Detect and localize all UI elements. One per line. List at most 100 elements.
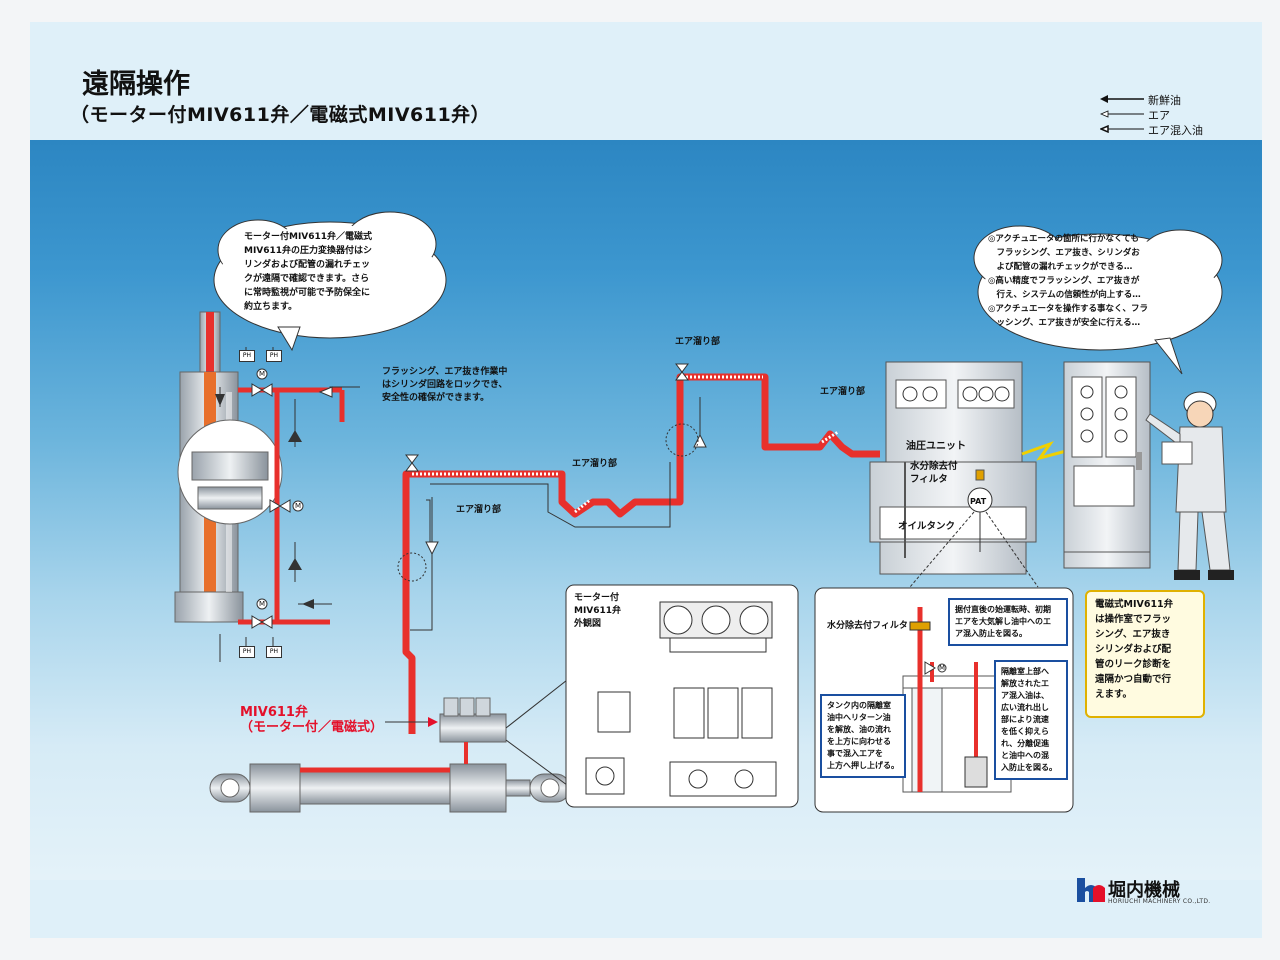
vertical-cylinder	[174, 311, 283, 623]
valve-label: MIV611弁 （モーター付／電磁式）	[240, 705, 383, 735]
text-line: 部により流速	[1001, 715, 1049, 724]
text-line: 据付直後の始運転時、初期	[955, 605, 1051, 614]
air-valves	[405, 363, 689, 472]
text-line: と油中への混	[1001, 751, 1049, 760]
exterior-view-box	[565, 584, 799, 808]
text-line: 解放されたエ	[1001, 679, 1049, 688]
text-line: を低く抑えら	[1001, 727, 1049, 736]
filter-label: 水分除去付 フィルタ	[910, 460, 958, 486]
text-line: 約立ちます。	[244, 302, 298, 312]
detail-note-tank-return: タンク内の隔離室 油中へリターン油 を解放、油の流れ を上方に向わせる 事で混入…	[820, 694, 906, 778]
callout-line	[909, 511, 975, 588]
ph-gauge-label: PH	[266, 646, 282, 658]
text-line: モーター付	[574, 593, 620, 603]
text-line: 電磁式MIV611弁	[1095, 599, 1174, 610]
text-line: ◎アクチュエータを操作する事なく、フラ	[988, 304, 1148, 314]
hydraulic-diagram	[174, 211, 1234, 813]
company-name-en: HORIUCHI MACHINERY CO.,LTD.	[1108, 898, 1211, 905]
pat-label: PAT	[970, 497, 987, 506]
text-line: ッシング、エア抜きが安全に行える…	[988, 318, 1141, 328]
text-line: えます。	[1095, 689, 1133, 700]
cloud-left-text: モーター付MIV611弁／電磁式 MIV611弁の圧力変換器付はシ リンダおよび…	[244, 230, 372, 314]
text-line: はシリンダ回路をロックでき、	[382, 380, 508, 390]
company-logo-icon	[1077, 878, 1105, 902]
motor-label: M	[295, 502, 302, 510]
text-line: に常時監視が可能で予防保全に	[244, 288, 371, 298]
text-line: 遠隔かつ自動で行	[1095, 674, 1172, 685]
text-line: は操作室でフラッ	[1095, 614, 1172, 625]
legend-label: 新鮮油	[1148, 94, 1181, 107]
text-line: ア混入油は、	[1001, 691, 1049, 700]
horizontal-cylinder	[209, 697, 571, 813]
arrow-mixed-icon	[1100, 125, 1144, 133]
operator-figure	[1145, 391, 1234, 580]
callout-line	[985, 511, 1039, 588]
text-line: シリンダおよび配	[1095, 644, 1172, 655]
exterior-label: モーター付 MIV611弁 外観図	[574, 592, 621, 631]
motor-label: M	[259, 600, 266, 608]
speech-cloud-left	[213, 211, 447, 352]
legend-label: エア	[1148, 109, 1170, 122]
air-trap-label: エア溜り部	[675, 337, 721, 347]
ph-gauge-label: PH	[266, 350, 282, 362]
arrow-open-icon	[1100, 110, 1144, 118]
page-subtitle: （モーター付MIV611弁／電磁式MIV611弁）	[70, 104, 491, 126]
text-line: シング、エア抜き	[1095, 629, 1171, 640]
text-line: エアを大気解し油中へのエ	[955, 617, 1051, 626]
valve-symbols-left	[251, 368, 304, 629]
text-line: タンク内の隔離室	[827, 701, 891, 710]
motor-label: M	[939, 664, 946, 672]
air-trap-label: エア溜り部	[572, 459, 618, 469]
text-line: 水分除去付	[910, 461, 958, 472]
arrow-solid-icon	[1100, 95, 1144, 103]
ph-gauge-label: PH	[239, 646, 255, 658]
detail-circle	[665, 423, 699, 457]
yellow-note: 電磁式MIV611弁 は操作室でフラッ シング、エア抜き シリンダおよび配 管の…	[1085, 590, 1205, 718]
text-line: 行え、システムの信頼性が向上する…	[988, 290, 1141, 300]
text-line: MIV611弁	[574, 606, 622, 616]
company-name: 堀内機械	[1108, 880, 1180, 901]
text-line: を上方に向わせる	[827, 737, 891, 746]
control-cabinet	[1063, 361, 1151, 569]
detail-note-isolation-top: 隔離室上部へ 解放されたエ ア混入油は、 広い流れ出し 部により流速 を低く抑え…	[994, 660, 1068, 780]
detail-filter-label: 水分除去付フィルタ	[827, 621, 908, 631]
text-line: ◎高い精度でフラッシング、エア抜きが	[988, 276, 1140, 286]
flow-arrows-main	[425, 433, 707, 556]
hydraulic-unit-label: 油圧ユニット	[906, 441, 966, 452]
text-line: リンダおよび配管の漏れチェッ	[244, 260, 371, 270]
detail-note-initial-air: 据付直後の始運転時、初期 エアを大気解し油中へのエ ア混入防止を図る。	[948, 598, 1068, 646]
text-line: クが遠隔で確認できます。さら	[244, 274, 370, 284]
ph-gauge-label: PH	[239, 350, 255, 362]
text-line: 管のリーク診断を	[1095, 659, 1172, 670]
text-line: 上方へ押し上げる。	[827, 761, 899, 770]
text-line: よび配管の漏れチェックができる…	[988, 262, 1133, 272]
text-line: フラッシング、エア抜き作業中	[382, 367, 508, 377]
text-line: れ、分離促進	[1001, 739, 1050, 748]
text-line: 油中へリターン油	[827, 713, 891, 722]
text-line: MIV611弁	[240, 705, 308, 720]
cloud-right-text: ◎アクチュエータの箇所に行かなくても フラッシング、エア抜き、シリンダお よび配…	[988, 232, 1148, 330]
tank-label: オイルタンク	[898, 521, 956, 532]
detail-circle	[397, 552, 427, 582]
text-line: 安全性の確保ができます。	[382, 393, 490, 403]
page: 遠隔操作 （モーター付MIV611弁／電磁式MIV611弁） 新鮮油 エア エア…	[30, 22, 1262, 938]
text-line: 外観図	[574, 619, 602, 629]
text-line: ◎アクチュエータの箇所に行かなくても	[988, 234, 1139, 244]
air-trap-label: エア溜り部	[456, 505, 502, 515]
legend-label: エア混入油	[1148, 124, 1203, 137]
hydraulic-unit	[869, 361, 1037, 575]
signal-lightning-icon	[1021, 440, 1071, 461]
text-line: フィルタ	[910, 474, 948, 485]
text-line: モーター付MIV611弁／電磁式	[244, 232, 373, 242]
flow-arrows-left	[215, 386, 333, 609]
page-title: 遠隔操作	[82, 69, 190, 100]
speech-cloud-right	[973, 225, 1223, 375]
text-line: （モーター付／電磁式）	[240, 720, 384, 735]
air-trap-coating	[412, 375, 839, 514]
text-line: MIV611弁の圧力変換器付はシ	[244, 246, 373, 256]
text-line: ア混入防止を図る。	[955, 629, 1027, 638]
text-line: を解放、油の流れ	[827, 725, 891, 734]
text-line: 広い流れ出し	[1001, 703, 1049, 712]
text-line: 入防止を図る。	[1001, 763, 1057, 772]
air-trap-label: エア溜り部	[820, 387, 866, 397]
